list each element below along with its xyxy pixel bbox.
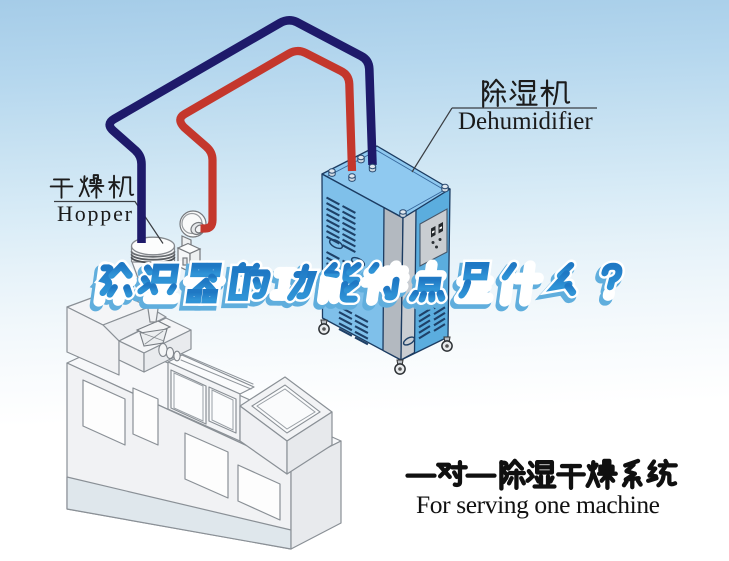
svg-text:Dehumidifier: Dehumidifier — [458, 108, 593, 135]
svg-text:Hopper: Hopper — [57, 201, 133, 226]
svg-text:For serving one machine: For serving one machine — [416, 490, 660, 519]
